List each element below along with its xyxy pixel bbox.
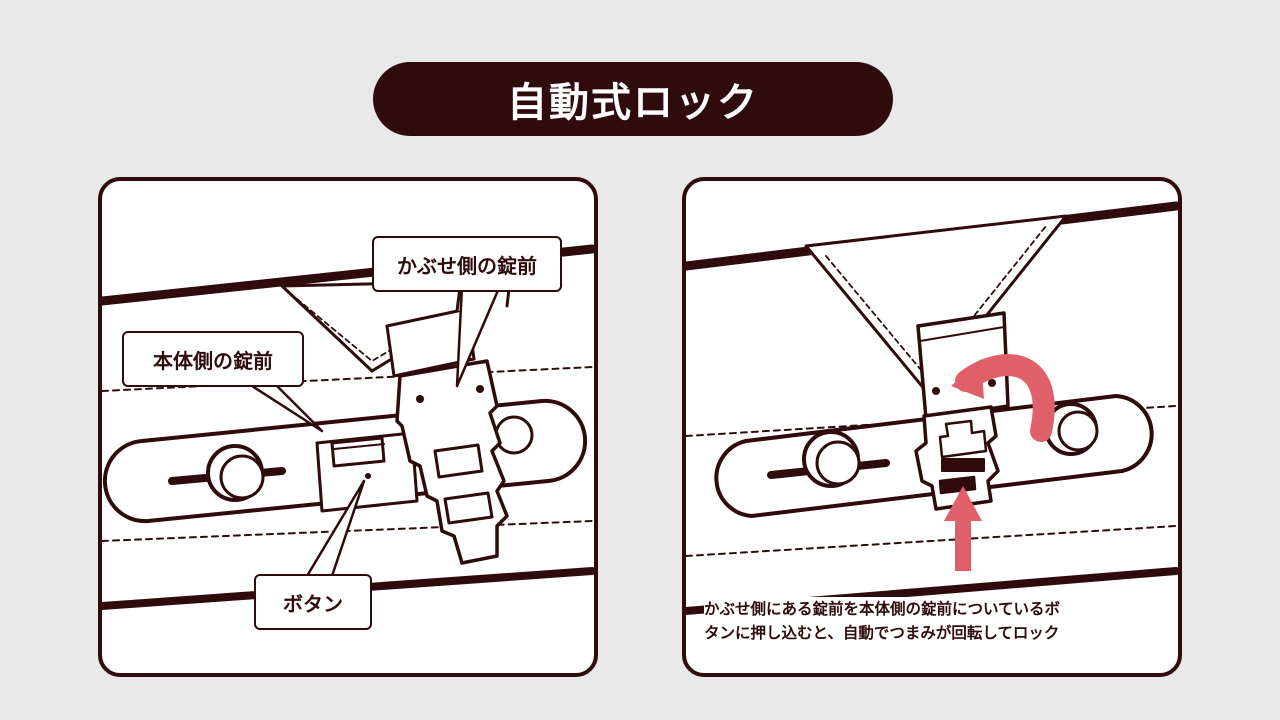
callout-button-label: ボタン <box>283 591 343 616</box>
caption-line-2: タンに押し込むと、自動でつまみが回転してロック <box>704 621 1174 645</box>
callout-cover-lock: かぶせ側の錠前 <box>372 236 562 292</box>
right-illustration-panel: かぶせ側にある錠前を本体側の錠前についているボ タンに押し込むと、自動でつまみが… <box>682 177 1182 677</box>
callout-body-lock: 本体側の錠前 <box>122 331 304 387</box>
title-banner: 自動式ロック <box>373 62 893 136</box>
caption-line-1: かぶせ側にある錠前を本体側の錠前についているボ <box>704 597 1174 621</box>
bag-lock-detail-illustration <box>102 244 594 610</box>
lock-engaged-illustration <box>686 201 1178 615</box>
callout-cover-lock-label: かぶせ側の錠前 <box>397 253 537 278</box>
instruction-caption: かぶせ側にある錠前を本体側の錠前についているボ タンに押し込むと、自動でつまみが… <box>704 597 1174 645</box>
page-title: 自動式ロック <box>507 80 759 126</box>
callout-body-lock-label: 本体側の錠前 <box>153 348 273 373</box>
left-illustration-panel: かぶせ側の錠前 本体側の錠前 ボタン <box>98 177 598 677</box>
callout-button: ボタン <box>254 574 372 630</box>
